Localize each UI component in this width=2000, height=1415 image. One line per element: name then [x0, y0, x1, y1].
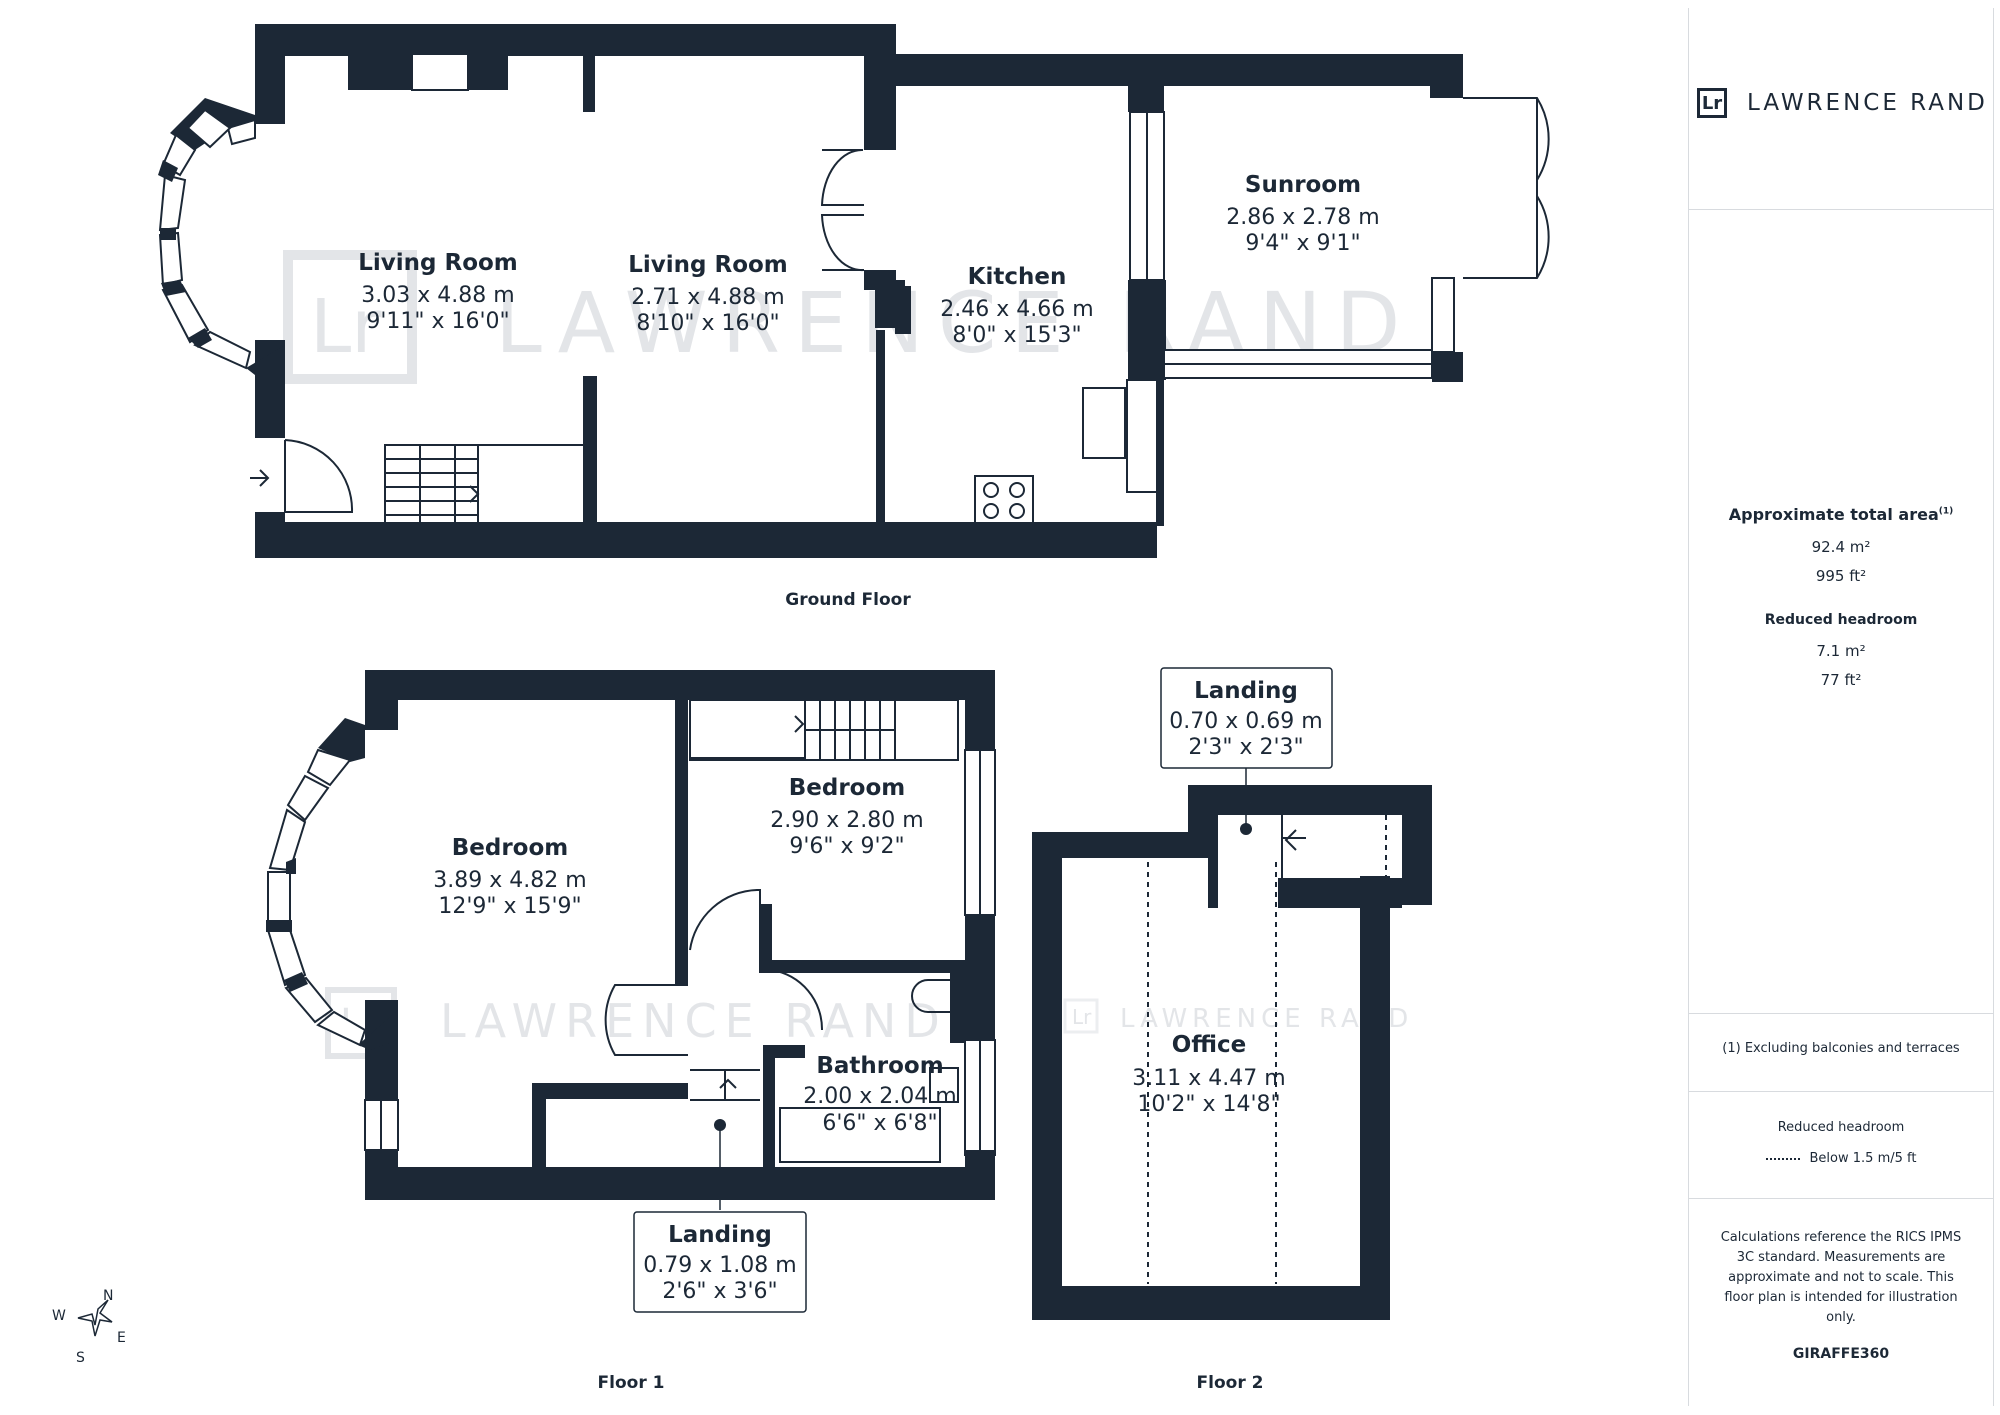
- watermark-text-f1: LAWRENCE RAND: [440, 994, 948, 1048]
- ground-floor-label: Ground Floor: [785, 590, 911, 610]
- floor-1-plan: [266, 670, 996, 1210]
- brand-logo-mark: Lr: [1697, 88, 1727, 118]
- room-landing-2-imperial: 2'3" x 2'3": [1188, 735, 1303, 760]
- room-landing-1-name: Landing: [668, 1222, 772, 1248]
- disclaimer-line: Calculations reference the RICS IPMS: [1720, 1230, 1962, 1245]
- room-living-2-imperial: 8'10" x 16'0": [636, 311, 779, 336]
- brand-name: LAWRENCE RAND: [1747, 90, 1988, 116]
- divider: [1689, 1013, 1993, 1014]
- room-landing-2-metric: 0.70 x 0.69 m: [1169, 709, 1322, 734]
- watermark-logo-mark: Lr: [310, 284, 382, 370]
- floor-2-labels: Landing 0.70 x 0.69 m 2'3" x 2'3" Office…: [1132, 667, 1333, 1393]
- room-bedroom-1-metric: 3.89 x 4.82 m: [433, 868, 586, 893]
- compass-e: E: [117, 1330, 126, 1346]
- room-sunroom-metric: 2.86 x 2.78 m: [1226, 205, 1379, 230]
- room-kitchen-metric: 2.46 x 4.66 m: [940, 297, 1093, 322]
- room-bedroom-2-metric: 2.90 x 2.80 m: [770, 808, 923, 833]
- watermark-floor1: Lr LAWRENCE RAND: [325, 987, 948, 1059]
- divider: [1689, 209, 1993, 210]
- room-living-1-name: Living Room: [358, 250, 518, 276]
- room-kitchen-imperial: 8'0" x 15'3": [952, 323, 1081, 348]
- floor-1-label: Floor 1: [598, 1373, 665, 1393]
- compass-s: S: [76, 1350, 85, 1366]
- info-panel: Lr LAWRENCE RAND Approximate total area(…: [1688, 8, 1994, 1406]
- floor-2-label: Floor 2: [1197, 1373, 1264, 1393]
- ground-floor-labels: Living Room 3.03 x 4.88 m 9'11" x 16'0" …: [358, 172, 1379, 610]
- divider: [1689, 1198, 1993, 1199]
- landing-2-callout: [1160, 667, 1333, 769]
- room-office-metric: 3.11 x 4.47 m: [1132, 1066, 1285, 1091]
- disclaimer-line: 3C standard. Measurements are: [1736, 1250, 1946, 1265]
- brand-logo: Lr LAWRENCE RAND: [1697, 88, 1988, 118]
- area-imperial: 995 ft²: [1815, 567, 1867, 585]
- reduced-metric: 7.1 m²: [1816, 642, 1866, 660]
- ground-floor-plan: [158, 24, 1550, 558]
- room-bedroom-2-imperial: 9'6" x 9'2": [789, 834, 904, 859]
- room-bathroom-metric: 2.00 x 2.04 m: [803, 1084, 956, 1109]
- room-landing-1-metric: 0.79 x 1.08 m: [643, 1253, 796, 1278]
- disclaimer-line: only.: [1826, 1310, 1856, 1325]
- reduced-imperial: 77 ft²: [1820, 671, 1862, 689]
- room-sunroom-name: Sunroom: [1245, 172, 1361, 198]
- legend-title: Reduced headroom: [1777, 1120, 1905, 1135]
- area-title: Approximate total area(1): [1689, 505, 1993, 524]
- room-office-imperial: 10'2" x 14'8": [1137, 1092, 1280, 1117]
- area-title-sup: (1): [1938, 506, 1954, 517]
- room-bedroom-1-imperial: 12'9" x 15'9": [438, 894, 581, 919]
- room-living-1-imperial: 9'11" x 16'0": [366, 309, 509, 334]
- reduced-title: Reduced headroom: [1764, 612, 1918, 628]
- legend-item: Below 1.5 m/5 ft: [1689, 1151, 1993, 1166]
- room-living-2-metric: 2.71 x 4.88 m: [631, 285, 784, 310]
- area-metric: 92.4 m²: [1811, 538, 1871, 556]
- room-bathroom-imperial: 6'6" x 6'8": [822, 1111, 937, 1136]
- footer-brand: GIRAFFE360: [1792, 1346, 1890, 1362]
- room-living-1-metric: 3.03 x 4.88 m: [361, 283, 514, 308]
- room-bedroom-1-name: Bedroom: [452, 835, 569, 861]
- divider: [1689, 1091, 1993, 1092]
- room-bedroom-2-name: Bedroom: [789, 775, 906, 801]
- compass-n: N: [103, 1288, 113, 1304]
- room-landing-1-imperial: 2'6" x 3'6": [662, 1279, 777, 1304]
- watermark-logo-mark-f2: Lr: [1072, 1005, 1092, 1029]
- disclaimer-line: floor plan is intended for illustration: [1724, 1290, 1958, 1305]
- area-footnote: (1) Excluding balconies and terraces: [1722, 1041, 1960, 1056]
- room-landing-2-name: Landing: [1194, 678, 1298, 704]
- dotted-line-icon: [1765, 1157, 1800, 1160]
- room-sunroom-imperial: 9'4" x 9'1": [1245, 231, 1360, 256]
- area-title-text: Approximate total area: [1728, 505, 1939, 524]
- room-bathroom-name: Bathroom: [816, 1053, 943, 1079]
- room-kitchen-name: Kitchen: [968, 264, 1067, 290]
- floor-2-plan: [1032, 768, 1432, 1320]
- legend-item-text: Below 1.5 m/5 ft: [1809, 1151, 1917, 1166]
- room-office-name: Office: [1172, 1032, 1246, 1058]
- compass-w: W: [52, 1308, 66, 1324]
- compass: N E S W: [52, 1288, 126, 1366]
- room-living-2-name: Living Room: [628, 252, 788, 278]
- landing-1-callout: [633, 1211, 807, 1313]
- disclaimer: Calculations reference the RICS IPMS 3C …: [1689, 1228, 1993, 1328]
- disclaimer-line: approximate and not to scale. This: [1728, 1270, 1954, 1285]
- floor-1-labels: Bedroom 3.89 x 4.82 m 12'9" x 15'9" Bedr…: [433, 775, 956, 1393]
